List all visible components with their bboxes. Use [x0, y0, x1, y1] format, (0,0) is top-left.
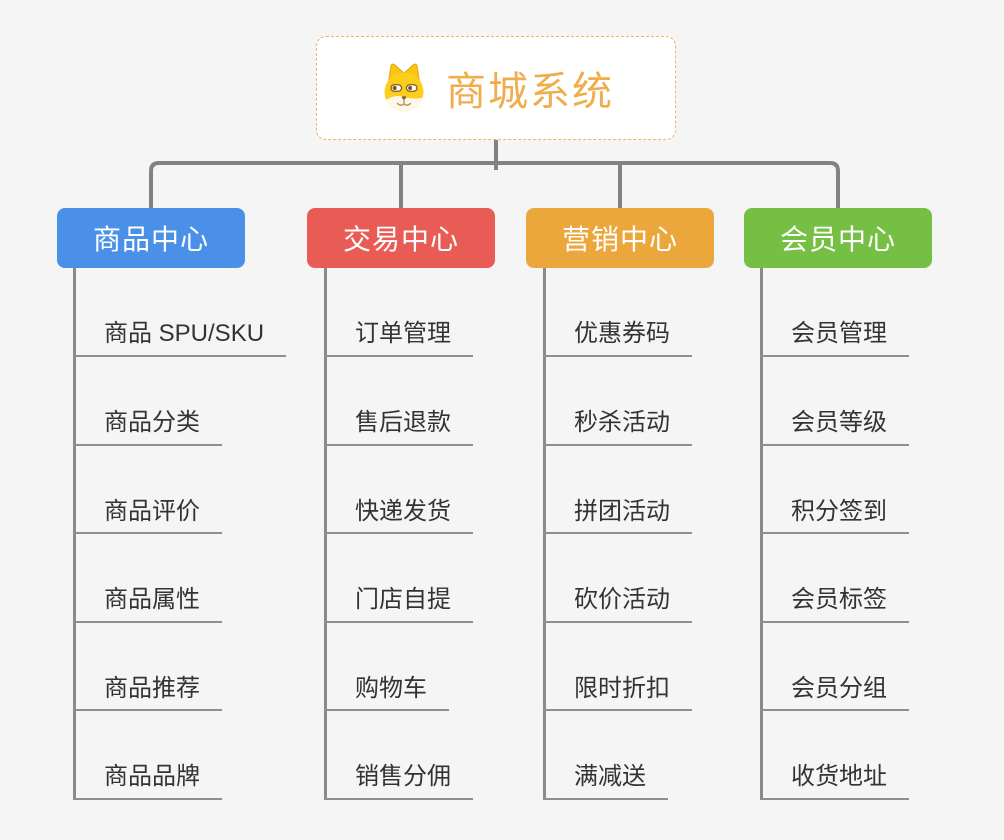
leaf-label: 秒杀活动 — [543, 409, 692, 446]
leaf-label: 砍价活动 — [543, 586, 692, 623]
branch-header-trade[interactable]: 交易中心 — [307, 208, 495, 268]
dog-face-icon — [384, 63, 424, 112]
leaf-node[interactable]: 商品分类 — [73, 357, 286, 446]
leaf-node[interactable]: 快递发货 — [324, 446, 473, 535]
leaf-node[interactable]: 会员等级 — [760, 357, 909, 446]
branch-label: 交易中心 — [342, 224, 459, 255]
leaf-label: 限时折扣 — [543, 675, 692, 712]
leaf-label: 快递发货 — [324, 498, 473, 535]
leaf-label: 商品 SPU/SKU — [73, 320, 287, 357]
leaf-node[interactable]: 商品品牌 — [73, 711, 286, 800]
leaf-label: 售后退款 — [324, 409, 473, 446]
leaf-node[interactable]: 会员管理 — [760, 268, 909, 357]
leaf-node[interactable]: 购物车 — [324, 623, 473, 712]
leaf-label: 会员等级 — [760, 409, 909, 446]
leaf-label: 商品推荐 — [73, 675, 222, 712]
leaf-node[interactable]: 商品 SPU/SKU — [73, 268, 287, 357]
leaf-label: 会员标签 — [760, 586, 909, 623]
leaf-node[interactable]: 会员分组 — [760, 623, 909, 712]
branch-items-member: 会员管理 会员等级 积分签到 会员标签 会员分组 收货地址 — [760, 268, 909, 800]
root-title: 商城系统 — [446, 70, 614, 114]
leaf-node[interactable]: 秒杀活动 — [543, 357, 692, 446]
leaf-node[interactable]: 优惠券码 — [543, 268, 692, 357]
root-node[interactable]: 商城系统 — [316, 36, 676, 140]
leaf-label: 会员分组 — [760, 675, 909, 712]
branch-header-product[interactable]: 商品中心 — [57, 208, 245, 268]
branch-header-member[interactable]: 会员中心 — [744, 208, 932, 268]
leaf-node[interactable]: 满减送 — [543, 711, 692, 800]
branch-items-product: 商品 SPU/SKU 商品分类 商品评价 商品属性 商品推荐 商品品牌 — [73, 268, 287, 800]
leaf-node[interactable]: 售后退款 — [324, 357, 473, 446]
leaf-node[interactable]: 商品评价 — [73, 446, 286, 535]
leaf-node[interactable]: 砍价活动 — [543, 534, 692, 623]
branch-label: 营销中心 — [561, 224, 678, 255]
leaf-node[interactable]: 销售分佣 — [324, 711, 473, 800]
leaf-node[interactable]: 会员标签 — [760, 534, 909, 623]
branch-header-marketing[interactable]: 营销中心 — [526, 208, 714, 268]
branch-items-marketing: 优惠券码 秒杀活动 拼团活动 砍价活动 限时折扣 满减送 — [543, 268, 692, 800]
leaf-label: 商品品牌 — [73, 763, 222, 800]
leaf-label: 商品评价 — [73, 498, 222, 535]
branch-label: 会员中心 — [779, 224, 896, 255]
leaf-label: 销售分佣 — [324, 763, 473, 800]
leaf-label: 门店自提 — [324, 586, 473, 623]
leaf-node[interactable]: 拼团活动 — [543, 446, 692, 535]
leaf-label: 购物车 — [324, 675, 449, 712]
leaf-node[interactable]: 商品推荐 — [73, 623, 286, 712]
branch-items-trade: 订单管理 售后退款 快递发货 门店自提 购物车 销售分佣 — [324, 268, 473, 800]
leaf-node[interactable]: 商品属性 — [73, 534, 286, 623]
leaf-label: 商品属性 — [73, 586, 222, 623]
leaf-node[interactable]: 门店自提 — [324, 534, 473, 623]
leaf-node[interactable]: 收货地址 — [760, 711, 909, 800]
leaf-label: 积分签到 — [760, 498, 909, 535]
leaf-node[interactable]: 订单管理 — [324, 268, 473, 357]
leaf-label: 订单管理 — [324, 320, 473, 357]
leaf-label: 满减送 — [543, 763, 668, 800]
branch-label: 商品中心 — [92, 224, 209, 255]
leaf-label: 优惠券码 — [543, 320, 692, 357]
leaf-label: 商品分类 — [73, 409, 222, 446]
leaf-label: 会员管理 — [760, 320, 909, 357]
leaf-label: 收货地址 — [760, 763, 909, 800]
leaf-node[interactable]: 限时折扣 — [543, 623, 692, 712]
leaf-label: 拼团活动 — [543, 498, 692, 535]
leaf-node[interactable]: 积分签到 — [760, 446, 909, 535]
